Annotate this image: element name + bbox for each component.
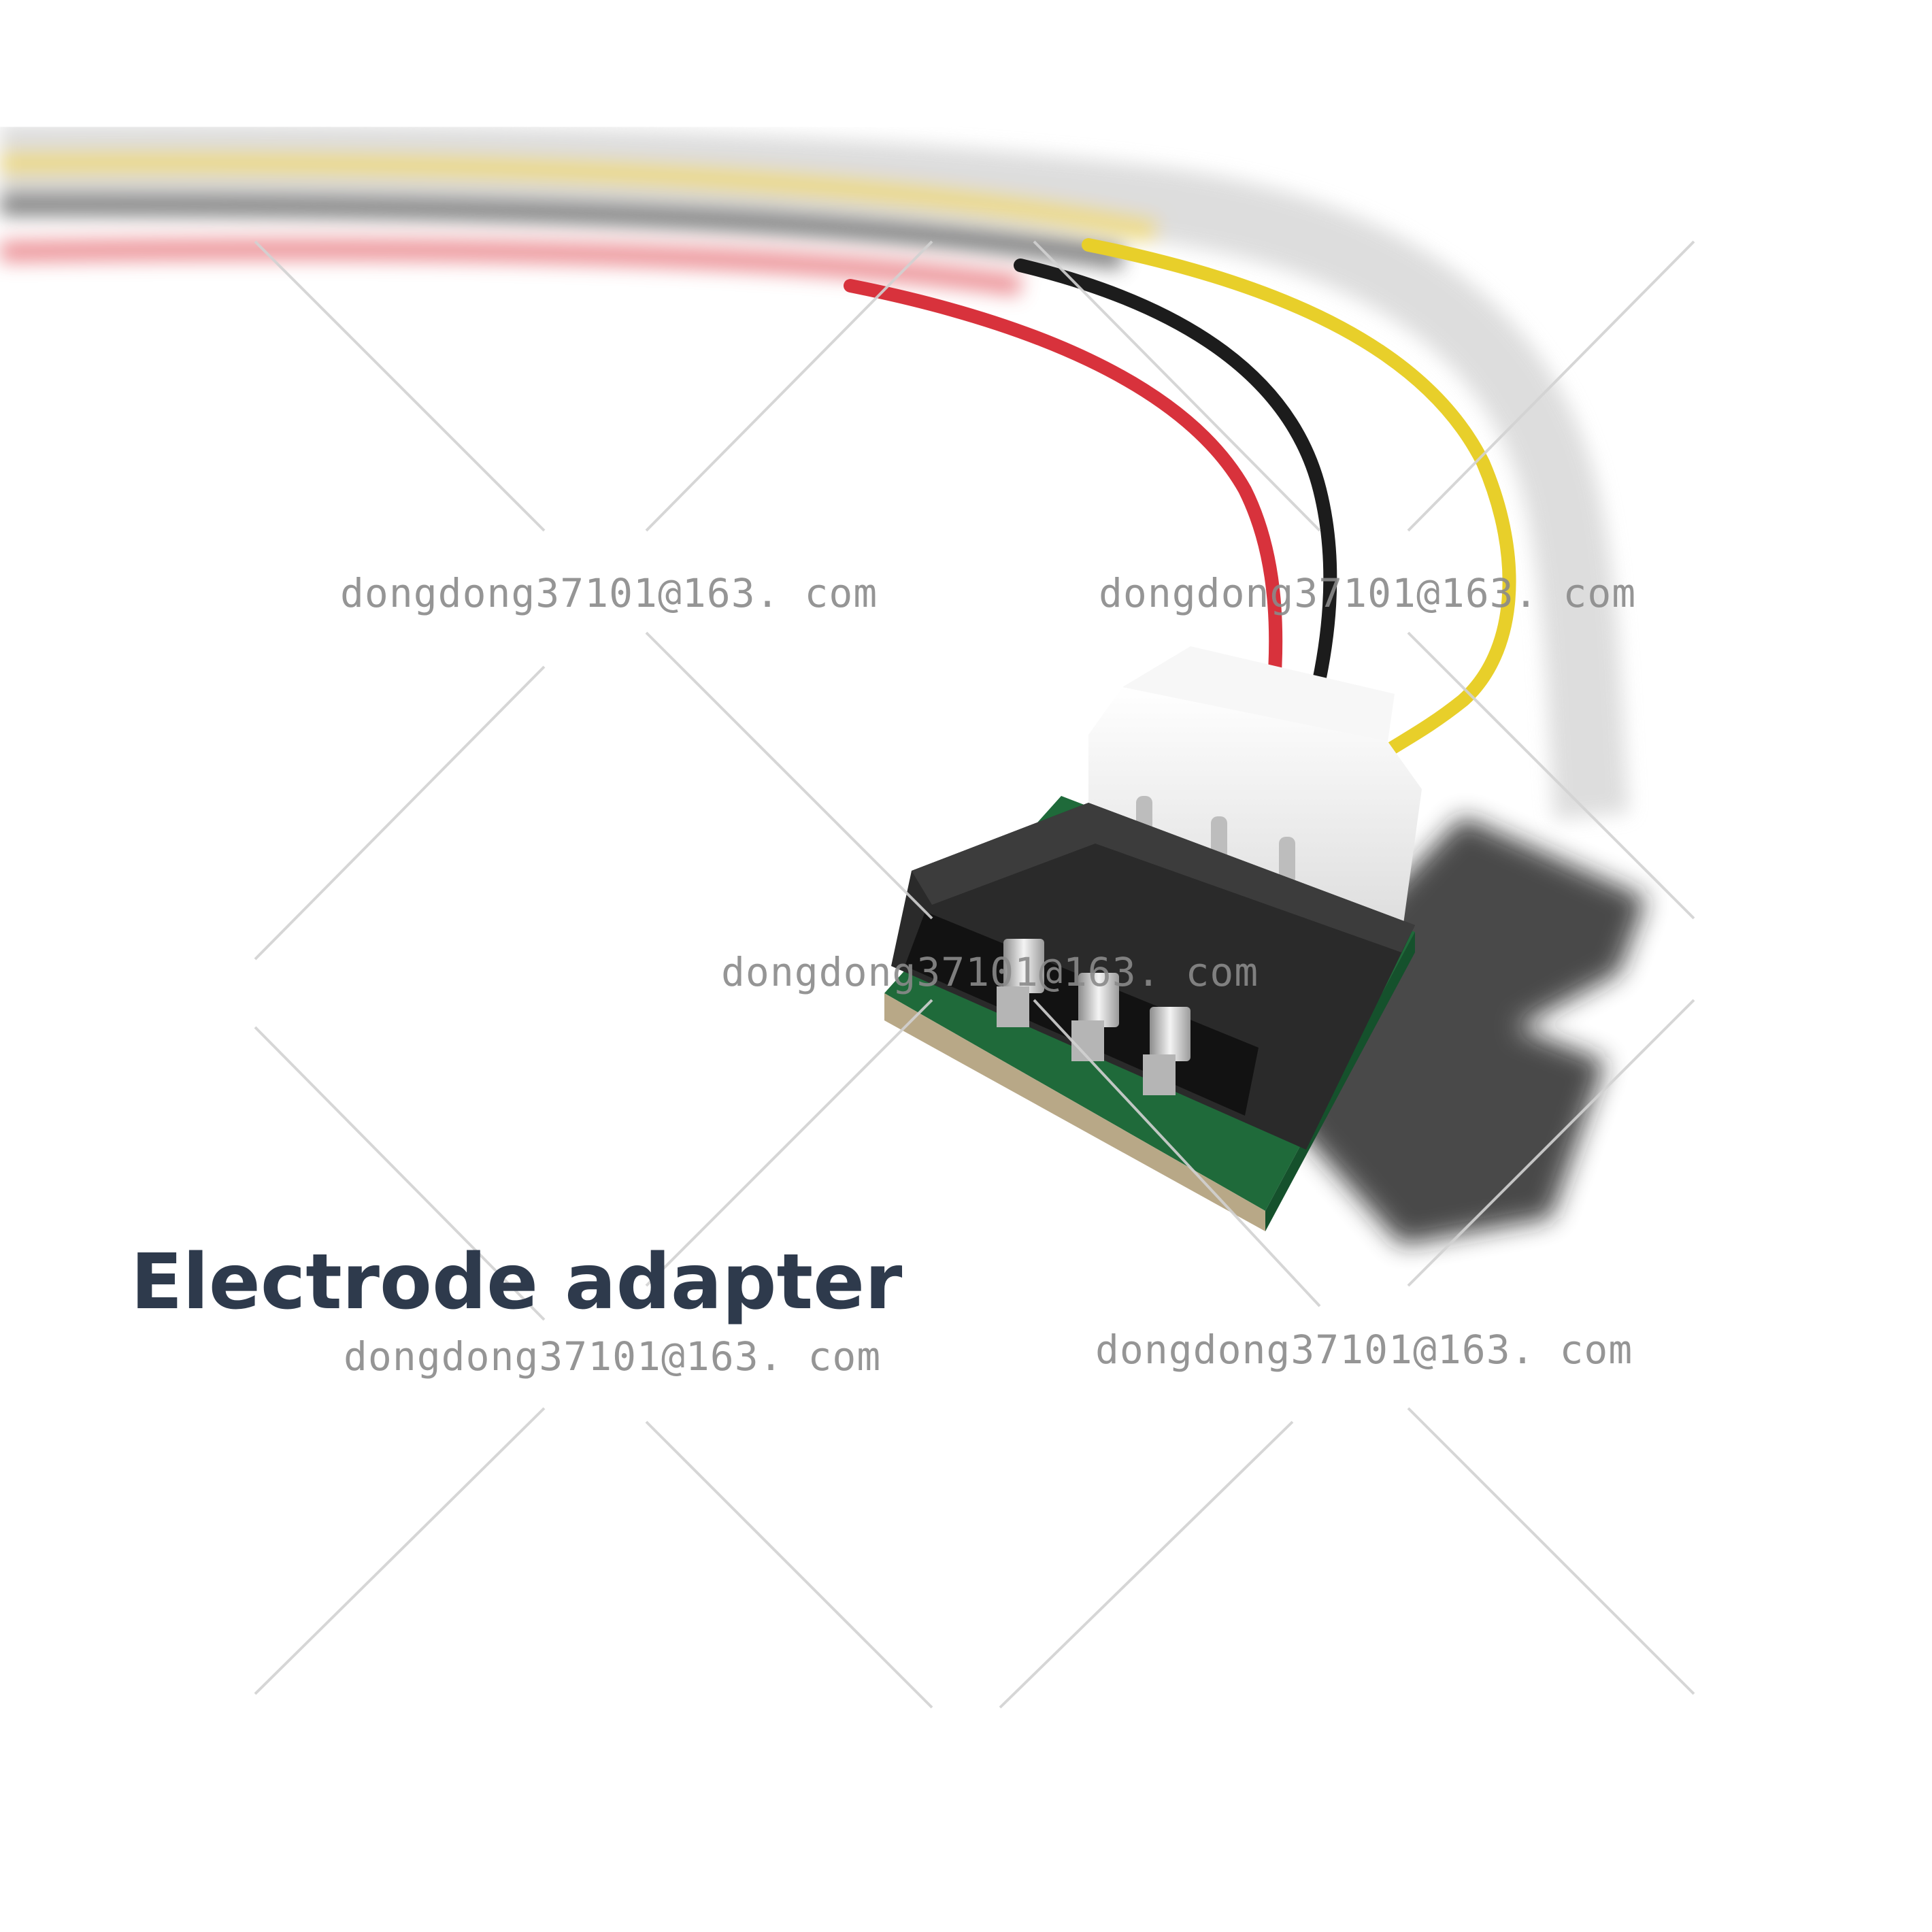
watermark-text: dongdong37101@163. com bbox=[1095, 1327, 1633, 1373]
watermark-text: dongdong37101@163. com bbox=[1099, 570, 1637, 616]
watermark-text: dongdong37101@163. com bbox=[721, 949, 1259, 995]
connector-pins bbox=[997, 939, 1190, 1095]
wire-bundle-blurred bbox=[0, 122, 1629, 820]
wire-yellow bbox=[1082, 238, 1516, 762]
wire-black bbox=[1014, 259, 1337, 714]
wire-red bbox=[844, 279, 1283, 714]
watermark-text: dongdong37101@163. com bbox=[340, 570, 878, 616]
product-caption: Electrode adapter bbox=[131, 1238, 903, 1327]
watermark-text: dongdong37101@163. com bbox=[344, 1333, 882, 1380]
watermark-crosses bbox=[254, 240, 1695, 1709]
